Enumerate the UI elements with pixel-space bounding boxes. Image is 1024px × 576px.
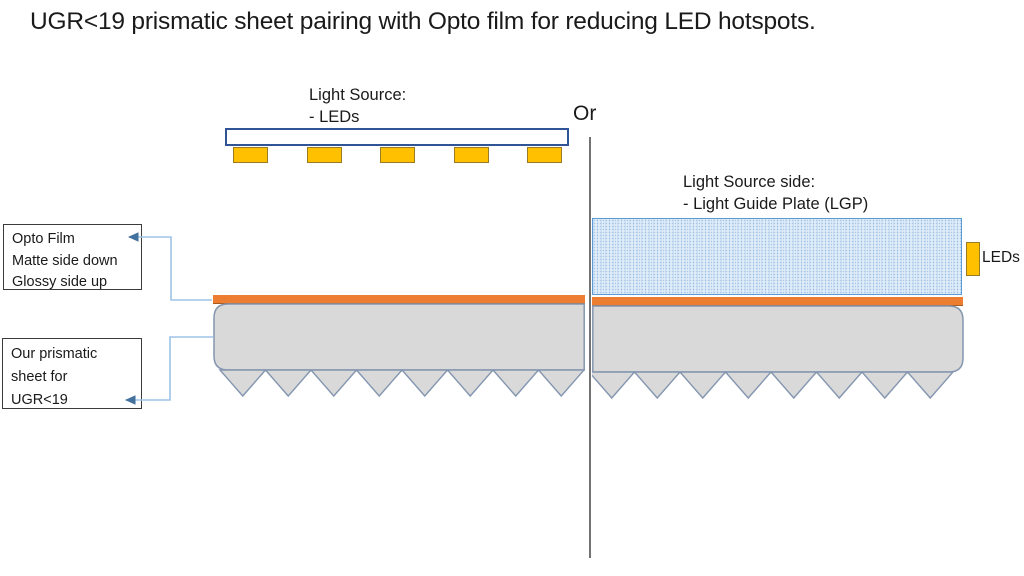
callout-prismatic-line1: Our prismatic <box>11 346 98 362</box>
side-led-chip <box>966 242 980 276</box>
callout-opto-film: Opto Film Matte side down Glossy side up <box>3 224 142 290</box>
prismatic-sheet-right-body <box>592 305 964 373</box>
prismatic-sheet-right-teeth <box>592 370 955 400</box>
page-title: UGR<19 prismatic sheet pairing with Opto… <box>30 8 816 35</box>
prismatic-sheet-left-body <box>213 303 585 371</box>
prismatic-sheet-left <box>213 303 585 398</box>
right-light-source-label-line2: - Light Guide Plate (LGP) <box>683 195 869 213</box>
callout-opto-film-line2: Matte side down <box>12 252 118 269</box>
callout-prismatic-line2: sheet for <box>11 369 68 385</box>
left-light-source-label: Light Source: - LEDs <box>309 84 406 128</box>
led-board <box>225 128 569 146</box>
callout-prismatic-sheet: Our prismatic sheet for UGR<19 <box>2 338 142 409</box>
led-chip <box>306 147 342 163</box>
prismatic-sheet-right <box>592 305 964 400</box>
light-guide-plate <box>592 218 962 295</box>
right-light-source-label: Light Source side: - Light Guide Plate (… <box>683 171 868 215</box>
callout-prismatic-line3: UGR<19 <box>11 392 68 408</box>
side-led-label: LEDs <box>982 249 1020 266</box>
led-chip <box>380 147 415 163</box>
left-light-source-label-line2: - LEDs <box>309 108 360 126</box>
callout-opto-film-line1: Opto Film <box>12 231 75 247</box>
led-chip <box>453 147 489 163</box>
divider-line <box>589 137 591 558</box>
right-light-source-label-line1: Light Source side: <box>683 173 816 191</box>
led-chip <box>233 147 268 163</box>
or-label: Or <box>573 102 597 125</box>
callout-opto-film-line3: Glossy side up <box>12 274 108 290</box>
left-light-source-label-line1: Light Source: <box>309 86 407 104</box>
led-chip <box>527 147 562 163</box>
prismatic-sheet-left-teeth <box>218 368 585 398</box>
